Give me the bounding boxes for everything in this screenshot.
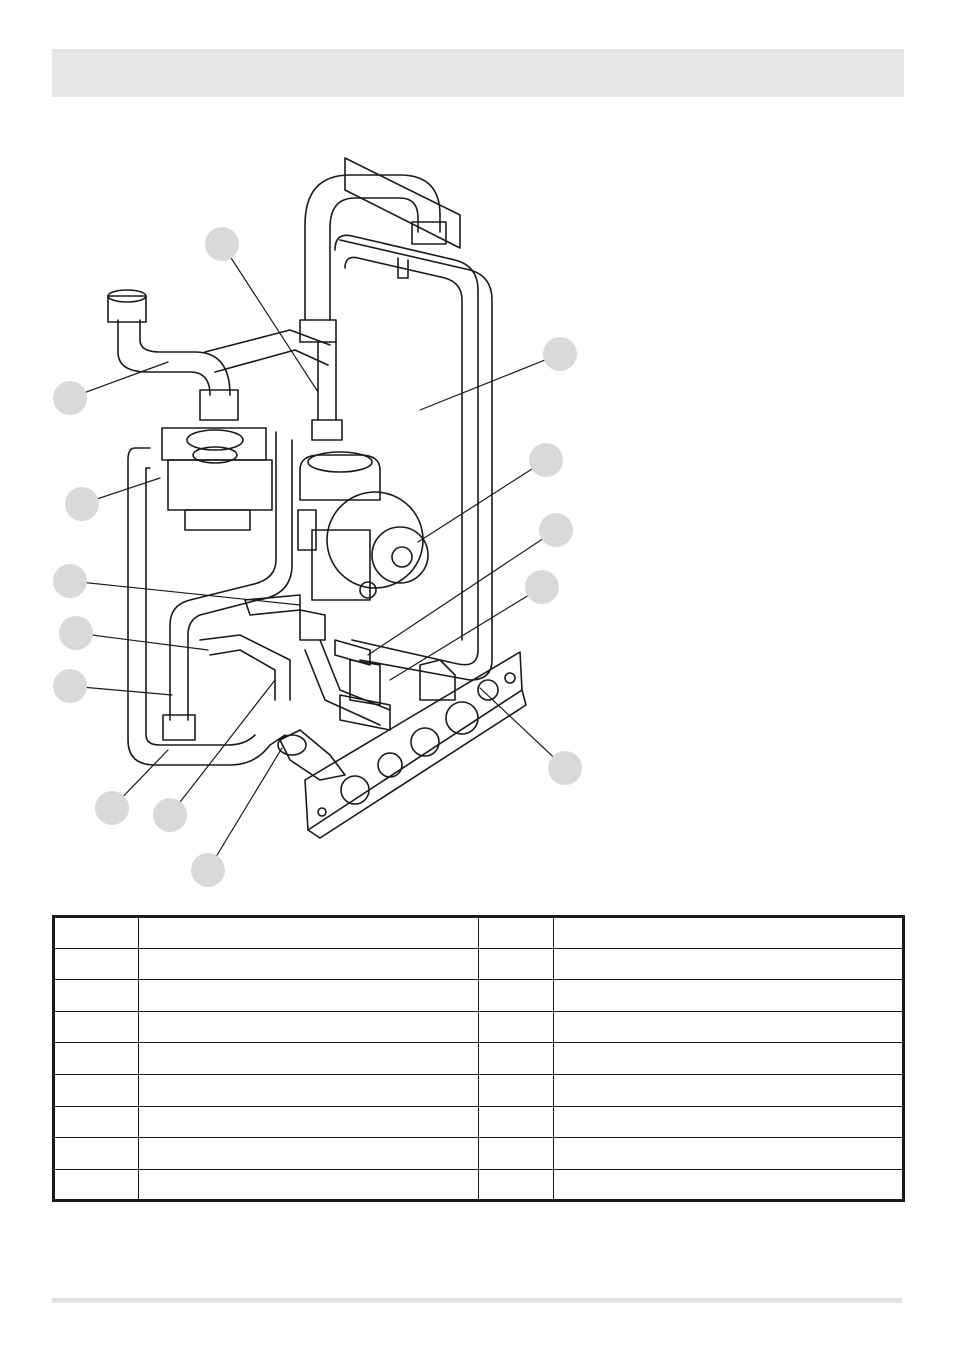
callout-marker: [191, 853, 225, 887]
callout-marker: [543, 337, 577, 371]
hydraulic-assembly-diagram: [0, 140, 954, 900]
table-row: [52, 1137, 905, 1170]
part-description: [138, 979, 479, 1012]
callout-marker: [53, 669, 87, 703]
part-description: [138, 947, 479, 981]
callout-marker: [95, 791, 129, 825]
left-loop-pipe: [127, 447, 286, 766]
part-description: [138, 1010, 479, 1044]
callout-marker: [539, 513, 573, 547]
callout-marker: [205, 227, 239, 261]
ref-number: [478, 947, 554, 981]
table-row: [52, 915, 905, 949]
ref-number: [52, 1168, 139, 1203]
circulating-pump: [297, 451, 429, 601]
ref-number: [478, 1168, 554, 1203]
parts-legend-table: [52, 915, 905, 1203]
ref-number: [52, 947, 139, 981]
part-description: [553, 1042, 905, 1075]
callout-marker: [153, 798, 187, 832]
ref-number: [478, 915, 554, 949]
ref-number: [52, 915, 139, 949]
table-row: [52, 1168, 905, 1203]
part-description: [553, 1073, 905, 1107]
rear-bracket: [344, 157, 461, 249]
ref-number: [478, 1137, 554, 1170]
ref-number: [52, 979, 139, 1012]
part-description: [553, 947, 905, 981]
part-description: [553, 1168, 905, 1203]
ref-number: [52, 1137, 139, 1170]
left-inlet-pipe: [117, 319, 231, 396]
table-row: [52, 1042, 905, 1075]
footer-rule: [52, 1298, 902, 1303]
three-way-valve: [161, 427, 273, 531]
ref-number: [478, 1042, 554, 1075]
table-row: [52, 1105, 905, 1139]
ref-number: [52, 1073, 139, 1107]
expansion-vessel: [334, 234, 493, 681]
part-description: [553, 1010, 905, 1044]
callout-marker: [525, 570, 559, 604]
part-description: [553, 979, 905, 1012]
part-description: [138, 1073, 479, 1107]
callout-marker: [59, 616, 93, 650]
part-description: [138, 915, 479, 949]
table-row: [52, 1073, 905, 1107]
part-description: [138, 1105, 479, 1139]
callout-marker: [529, 443, 563, 477]
top-pipe: [304, 174, 441, 321]
ref-number: [478, 1105, 554, 1139]
top-nut: [411, 221, 447, 245]
leader-lines: [69, 243, 566, 871]
callout-marker: [53, 381, 87, 415]
callout-marker: [53, 564, 87, 598]
header-bar: [52, 49, 904, 97]
ref-number: [52, 1042, 139, 1075]
assembly-drawing: [69, 157, 566, 871]
callout-marker: [548, 751, 582, 785]
front-mounting-plate: [304, 651, 527, 839]
ref-number: [52, 1105, 139, 1139]
part-description: [138, 1168, 479, 1203]
ref-number: [478, 1073, 554, 1107]
ref-number: [52, 1010, 139, 1044]
table-row: [52, 947, 905, 981]
part-description: [553, 1137, 905, 1170]
table-row: [52, 979, 905, 1012]
part-description: [553, 915, 905, 949]
ref-number: [478, 979, 554, 1012]
part-description: [553, 1105, 905, 1139]
callout-marker: [65, 487, 99, 521]
ref-number: [478, 1010, 554, 1044]
part-description: [138, 1137, 479, 1170]
part-description: [138, 1042, 479, 1075]
table-row: [52, 1010, 905, 1044]
